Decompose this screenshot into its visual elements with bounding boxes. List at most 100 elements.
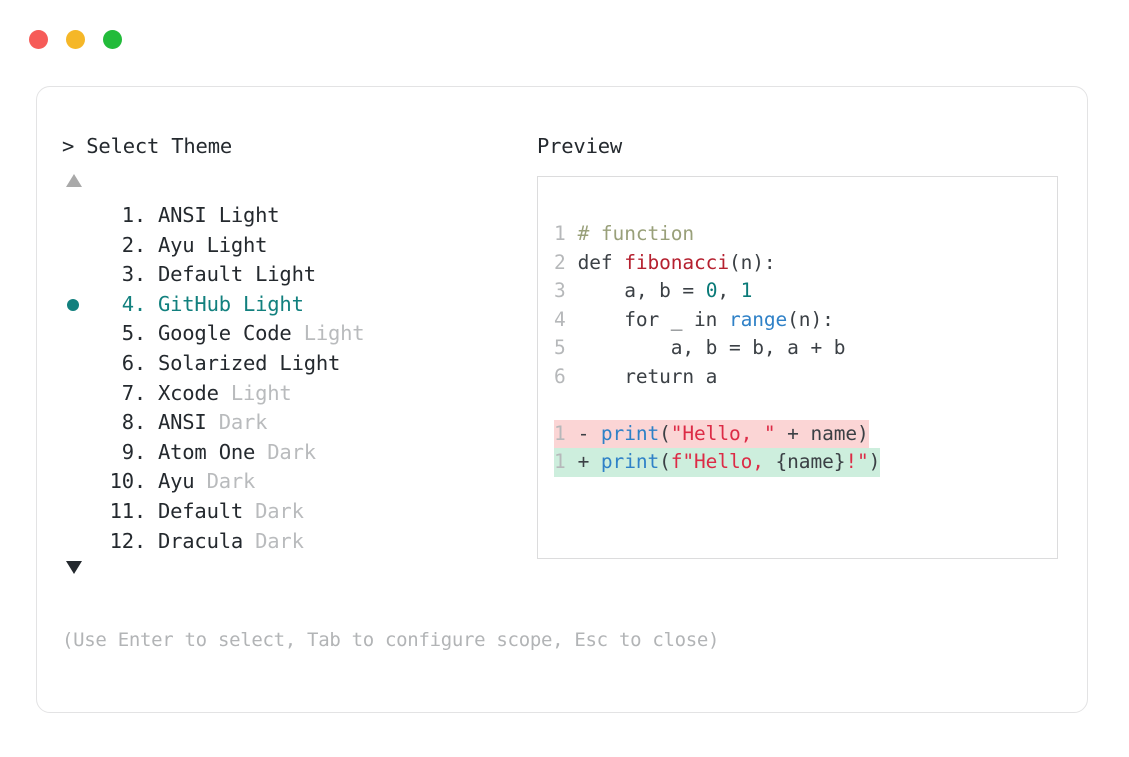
theme-item-name: Dracula — [158, 528, 243, 553]
code-token: return a — [577, 364, 718, 388]
code-line: 2 def fibonacci(n): — [554, 249, 880, 278]
code-blank-line — [554, 391, 880, 420]
diff-added-line: 1 + print(f"Hello, {name}!") — [554, 448, 880, 477]
selection-bullet-slot — [62, 438, 94, 468]
theme-item-name: ANSI — [158, 203, 207, 227]
theme-list-item[interactable]: 2.Ayu Light — [62, 231, 532, 261]
theme-item-name: Default — [158, 498, 243, 523]
selection-bullet-slot — [62, 290, 94, 320]
theme-item-variant: Dark — [206, 410, 268, 435]
theme-item-index: 7. — [121, 380, 146, 405]
theme-list-item[interactable]: 5.Google Code Light — [62, 319, 532, 349]
theme-item-variant: Light — [206, 203, 280, 227]
code-token: range — [728, 307, 788, 331]
code-token — [566, 279, 578, 302]
code-token — [566, 222, 578, 245]
code-token: def — [577, 250, 625, 274]
code-line: 1 # function — [554, 220, 880, 249]
selected-bullet-icon — [67, 298, 79, 311]
code-token: for _ in — [577, 307, 729, 331]
theme-item-variant: Light — [194, 232, 268, 257]
selection-bullet-slot — [62, 527, 94, 557]
code-token — [566, 308, 578, 331]
theme-item-name: Atom One — [158, 439, 256, 464]
line-number: 1 — [554, 421, 566, 445]
line-number: 1 — [554, 222, 566, 245]
line-number: 4 — [554, 307, 566, 331]
theme-list-item[interactable]: 9.Atom One Dark — [62, 438, 532, 468]
theme-item-name: Xcode — [158, 380, 219, 405]
theme-item-variant: Light — [218, 380, 292, 405]
theme-item-index: 4. — [121, 291, 146, 316]
selection-bullet-slot — [62, 467, 94, 497]
theme-list-item[interactable]: 7. Xcode Light — [62, 379, 532, 409]
code-token: ) — [857, 421, 869, 445]
scroll-up-arrow-icon[interactable] — [66, 174, 82, 187]
theme-item-index: 9. — [121, 439, 146, 464]
diff-removed-line: 1 - print("Hello, " + name) — [554, 419, 869, 448]
theme-item-variant: Light — [243, 262, 316, 287]
theme-item-index: 1. — [121, 203, 146, 227]
theme-item-index: 6. — [121, 350, 146, 375]
theme-item-variant: Dark — [243, 528, 304, 553]
theme-list-item[interactable]: 1. ANSI Light — [62, 201, 532, 231]
code-token: print — [600, 421, 660, 445]
theme-item-variant: Light — [230, 291, 304, 316]
page-title: > Select Theme — [62, 134, 232, 158]
theme-item-variant: Light — [291, 321, 365, 346]
selection-bullet-slot — [62, 231, 94, 261]
theme-item-index: 3. — [121, 262, 146, 287]
code-token: {name} — [775, 450, 846, 473]
code-token: 0 — [705, 279, 718, 302]
code-token: print — [600, 450, 660, 473]
code-token: (n): — [787, 307, 834, 331]
code-token: ! — [845, 450, 858, 473]
theme-list-item[interactable]: 4.GitHub Light — [62, 290, 532, 320]
code-token: f — [670, 450, 683, 473]
selection-bullet-slot — [62, 408, 94, 438]
code-token — [566, 251, 578, 274]
code-line: 5 a, b = b, a + b — [554, 334, 880, 363]
theme-list-item[interactable]: 6. Solarized Light — [62, 349, 532, 379]
theme-list-item[interactable]: 10.Ayu Dark — [62, 467, 532, 497]
theme-list-item[interactable]: 3. Default Light — [62, 260, 532, 290]
scroll-down-arrow-icon[interactable] — [66, 561, 82, 575]
theme-item-name: ANSI — [158, 410, 207, 435]
theme-item-name: Google Code — [158, 321, 292, 346]
window-controls — [29, 30, 122, 49]
line-number: 1 — [554, 450, 566, 473]
code-token — [566, 336, 578, 359]
theme-list-item[interactable]: 11.Default Dark — [62, 497, 532, 527]
code-token: ( — [659, 421, 671, 445]
line-number: 6 — [554, 364, 566, 388]
maximize-window-button[interactable] — [103, 30, 122, 49]
code-line: 6 return a — [554, 363, 880, 392]
theme-list-item[interactable]: 8.ANSI Dark — [62, 408, 532, 438]
code-token: "Hello, " — [670, 421, 776, 445]
diff-marker: + — [566, 450, 601, 473]
close-window-button[interactable] — [29, 30, 48, 49]
code-token: # function — [577, 222, 695, 245]
selection-bullet-slot — [62, 319, 94, 349]
theme-item-name: Ayu — [158, 469, 195, 494]
theme-item-name: Default — [158, 262, 243, 287]
selection-bullet-slot — [62, 201, 94, 231]
line-number: 5 — [554, 336, 566, 359]
theme-item-variant: Dark — [243, 498, 304, 523]
code-token: fibonacci — [624, 250, 729, 274]
minimize-window-button[interactable] — [66, 30, 85, 49]
line-number: 3 — [554, 279, 566, 302]
code-line: 4 for _ in range(n): — [554, 306, 880, 335]
theme-item-name: Solarized — [158, 350, 268, 375]
code-token: " — [857, 450, 869, 473]
line-number: 2 — [554, 250, 566, 274]
code-line: 3 a, b = 0, 1 — [554, 277, 880, 306]
theme-item-index: 10. — [109, 469, 147, 494]
theme-item-variant: Light — [267, 350, 341, 375]
theme-list-item[interactable]: 12.Dracula Dark — [62, 527, 532, 557]
